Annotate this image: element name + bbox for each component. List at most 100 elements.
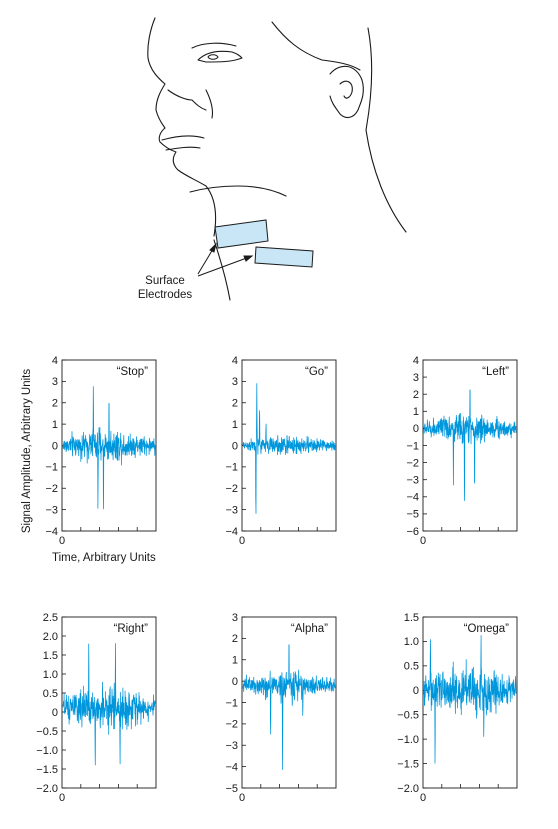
plot-frame [422, 616, 518, 789]
face-outline [147, 17, 217, 237]
y-tick-label: 4 [232, 355, 238, 367]
y-tick-label: −1 [225, 697, 238, 709]
y-tick-label: 2 [413, 389, 419, 401]
y-tick-label: 1 [232, 655, 238, 667]
y-tick-label: −1.0 [397, 734, 419, 746]
y-tick-label: 1 [52, 419, 58, 431]
y-tick-label: −3 [45, 504, 58, 516]
signal-trace [242, 644, 336, 770]
y-tick-label: 1.5 [43, 650, 58, 662]
y-tick-label: 1.5 [404, 612, 419, 624]
y-tick-label: 3 [232, 612, 238, 624]
y-tick-label: −1 [406, 440, 419, 452]
y-tick-label: 1.0 [404, 636, 419, 648]
y-tick-label: 3 [413, 372, 419, 384]
neck-back [365, 27, 407, 233]
chart-title: “Omega” [464, 623, 510, 635]
chart-title: “Go” [305, 366, 328, 378]
y-tick-label: 2 [232, 398, 238, 410]
y-tick-label: −3 [406, 475, 419, 487]
jaw-line [189, 185, 287, 197]
y-tick-label: 0 [232, 440, 238, 452]
electrode-label-line2: Electrodes [137, 289, 193, 301]
y-tick-label: −5 [225, 783, 238, 795]
y-tick-label: −5 [406, 509, 419, 521]
plot-frame [422, 359, 518, 532]
y-tick-label: −0.5 [397, 710, 419, 722]
electrode-upper [214, 219, 269, 249]
y-tick-label: −4 [225, 526, 238, 538]
y-tick-label: −2 [45, 483, 58, 495]
plot-frame [241, 616, 337, 789]
hair-line [271, 21, 361, 71]
x-tick-label: 0 [420, 792, 426, 804]
chart-6: 1.51.00.50−0.5−1.0−1.5−2.00“Omega” [397, 612, 518, 804]
y-tick-label: 0 [413, 685, 419, 697]
signal-trace [423, 389, 517, 501]
y-tick-label: 3 [52, 376, 58, 388]
y-tick-label: −0.5 [36, 726, 58, 738]
y-tick-label: 0.5 [43, 688, 58, 700]
y-tick-label: −2.0 [36, 783, 58, 795]
y-tick-label: 4 [52, 355, 58, 367]
x-tick-label: 0 [420, 535, 426, 547]
y-tick-label: 1 [232, 419, 238, 431]
chart-title: “Alpha” [291, 623, 328, 635]
y-tick-label: −2 [406, 457, 419, 469]
chart-title: “Left” [482, 366, 509, 378]
y-tick-label: 2 [52, 398, 58, 410]
signal-trace [242, 383, 336, 514]
y-tick-label: 3 [232, 376, 238, 388]
signal-trace [62, 643, 156, 766]
chart-title: “Right” [113, 623, 148, 635]
y-tick-label: −1 [225, 462, 238, 474]
y-tick-label: 2.5 [43, 612, 58, 624]
x-tick-label: 0 [239, 535, 245, 547]
y-tick-label: −6 [406, 526, 419, 538]
y-tick-label: −1.5 [397, 758, 419, 770]
y-tick-label: −3 [225, 740, 238, 752]
y-tick-label: −2.0 [397, 783, 419, 795]
electrode-lower [254, 246, 314, 268]
y-tick-label: −1.0 [36, 745, 58, 757]
y-tick-label: −1 [45, 462, 58, 474]
electrode-label: Surface Electrodes [110, 274, 220, 302]
mouth [161, 135, 205, 141]
signal-trace [62, 386, 156, 510]
signal-trace [423, 635, 517, 764]
electrode-arrow-2 [197, 255, 253, 277]
y-tick-label: 0 [413, 423, 419, 435]
y-tick-label: 2.0 [43, 631, 58, 643]
y-tick-label: 1.0 [43, 669, 58, 681]
plot-frame [61, 616, 157, 789]
y-tick-label: 0.5 [404, 661, 419, 673]
chart-4: 2.52.01.51.00.50−0.5−1.0−1.5−2.00“Right” [36, 612, 157, 804]
y-tick-label: −1.5 [36, 764, 58, 776]
y-tick-label: −3 [225, 504, 238, 516]
y-tick-label: 2 [232, 633, 238, 645]
y-tick-label: 0 [232, 676, 238, 688]
electrode-label-line1: Surface [145, 275, 185, 287]
y-tick-label: −4 [225, 761, 238, 773]
y-tick-label: 0 [52, 440, 58, 452]
y-tick-label: 1 [413, 406, 419, 418]
y-tick-label: 0 [52, 707, 58, 719]
y-tick-label: −2 [225, 483, 238, 495]
x-tick-label: 0 [59, 535, 65, 547]
y-tick-label: −4 [406, 492, 419, 504]
x-axis-label: Time, Arbitrary Units [52, 552, 156, 564]
y-tick-label: 4 [413, 355, 419, 367]
ear [329, 65, 364, 119]
chart-title: “Stop” [117, 366, 148, 378]
eye [197, 50, 243, 63]
y-tick-label: −4 [45, 526, 58, 538]
x-tick-label: 0 [239, 792, 245, 804]
y-tick-label: −2 [225, 719, 238, 731]
x-tick-label: 0 [59, 792, 65, 804]
